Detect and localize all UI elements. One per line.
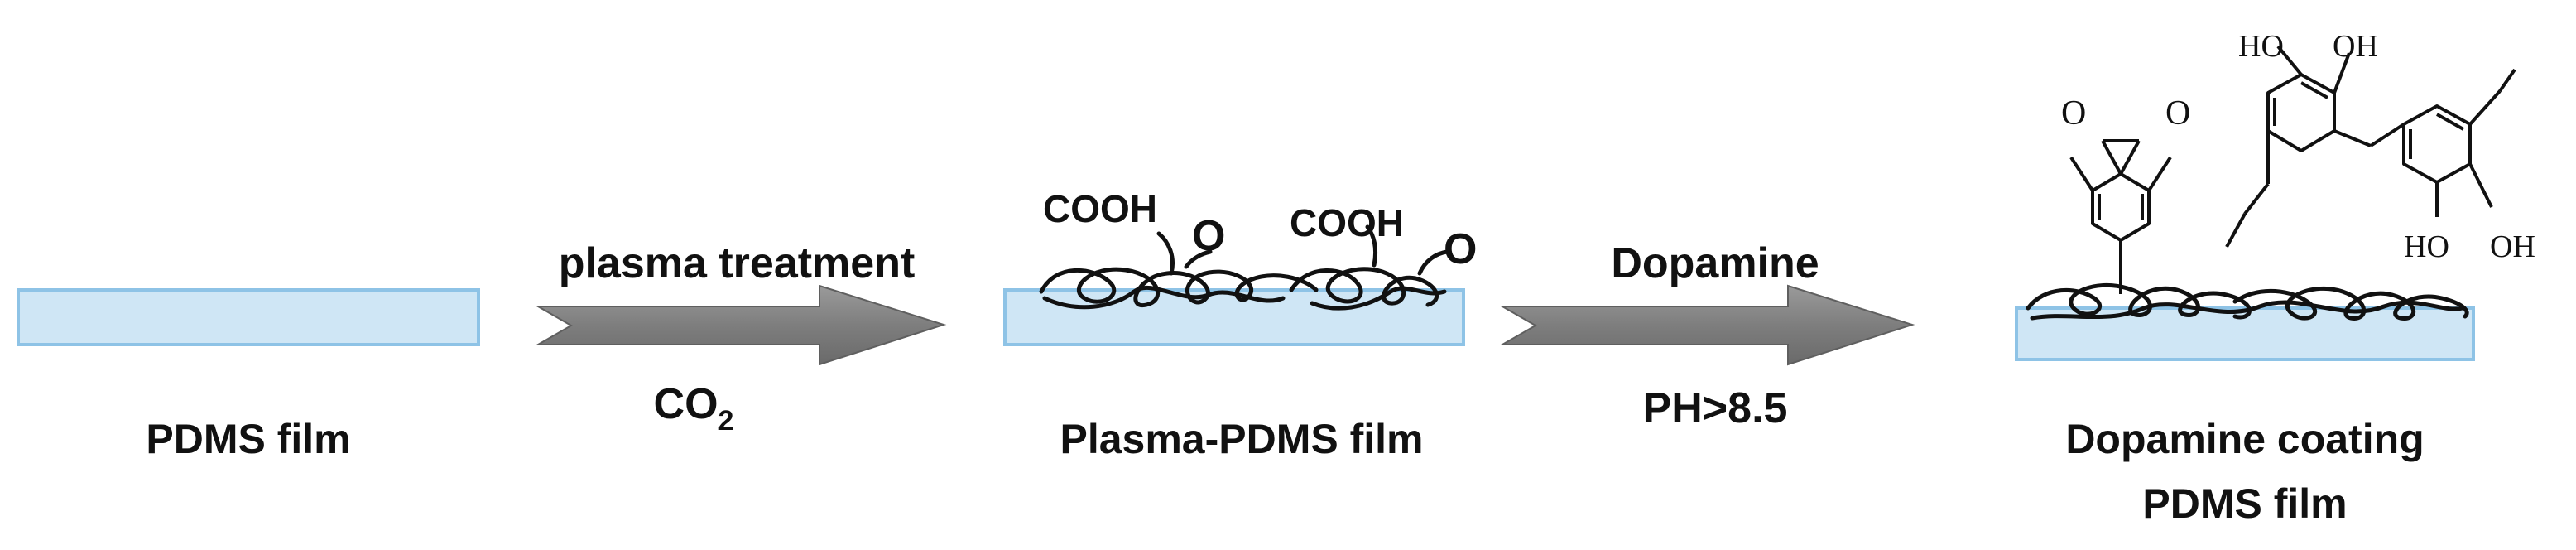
quinone-o-right: O: [2165, 94, 2190, 133]
dopamine-coating-label-line2: PDMS film: [2142, 480, 2347, 527]
arrow-2-shape: [1499, 284, 1915, 366]
co2-label: CO2: [654, 380, 734, 437]
stage-pdms-film: PDMS film: [17, 288, 480, 462]
cooh-group-2: COOH: [1290, 201, 1404, 244]
cooh-group-1: COOH: [1043, 187, 1157, 230]
polydopamine-chains: [2026, 282, 2469, 321]
catechol-rings: [2225, 45, 2516, 248]
arrow-plasma-step: plasma treatment CO2: [535, 239, 947, 437]
oh-bottom-left: HO: [2404, 229, 2449, 264]
co2-subscript: 2: [718, 405, 734, 437]
oh-top-left: HO: [2238, 29, 2284, 64]
dopamine-coating-label-line1: Dopamine coating: [2065, 416, 2424, 462]
quinone-o-left: O: [2061, 94, 2086, 133]
plasma-film-slab: [1003, 288, 1465, 346]
plasma-treatment-label: plasma treatment: [559, 239, 916, 287]
stage-dopamine-coated-film: O O HO OH HO OH Dop: [2015, 29, 2535, 527]
stage-plasma-pdms-film: COOH O COOH O Plasma-PDMS film: [1003, 187, 1477, 462]
oh-top-right: OH: [2333, 29, 2378, 64]
arrow-dopamine-step: Dopamine PH>8.5: [1499, 239, 1915, 432]
oh-bottom-right: OH: [2490, 229, 2535, 264]
plasma-pdms-film-label: Plasma-PDMS film: [1060, 416, 1423, 462]
dopamine-reagent-label: Dopamine: [1611, 239, 1819, 287]
ph-condition-label: PH>8.5: [1643, 384, 1788, 432]
pdms-film-slab: [17, 288, 480, 346]
polymer-chains: [1039, 224, 1449, 311]
pdms-film-label: PDMS film: [146, 416, 350, 462]
arrow-1-shape: [535, 284, 947, 366]
quinone-ring: [2069, 139, 2172, 294]
carbonyl-o-1: O: [1192, 212, 1225, 260]
carbonyl-o-2: O: [1444, 225, 1477, 273]
